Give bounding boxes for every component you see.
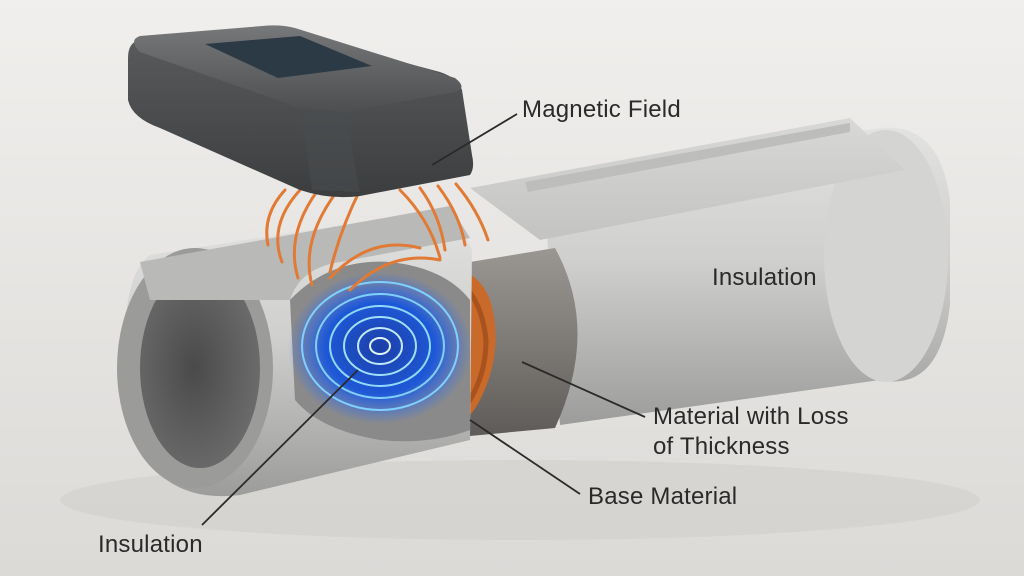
label-material-loss: Material with Loss of Thickness — [653, 402, 849, 462]
leader-lines — [201, 113, 646, 526]
corrosion-band — [440, 270, 496, 426]
label-material-loss-line2: of Thickness — [653, 433, 790, 460]
magnetic-field-lines — [265, 182, 490, 292]
label-insulation-right: Insulation — [712, 264, 817, 291]
right-insulation-section — [470, 118, 950, 426]
eddy-current-rings — [288, 272, 472, 424]
label-material-loss-line1: Material with Loss — [653, 403, 849, 430]
label-base-material: Base Material — [588, 483, 738, 510]
probe-device — [128, 25, 474, 198]
label-magnetic-field: Magnetic Field — [522, 96, 681, 123]
device-screen — [205, 36, 372, 78]
label-insulation-left: Insulation — [98, 531, 203, 558]
